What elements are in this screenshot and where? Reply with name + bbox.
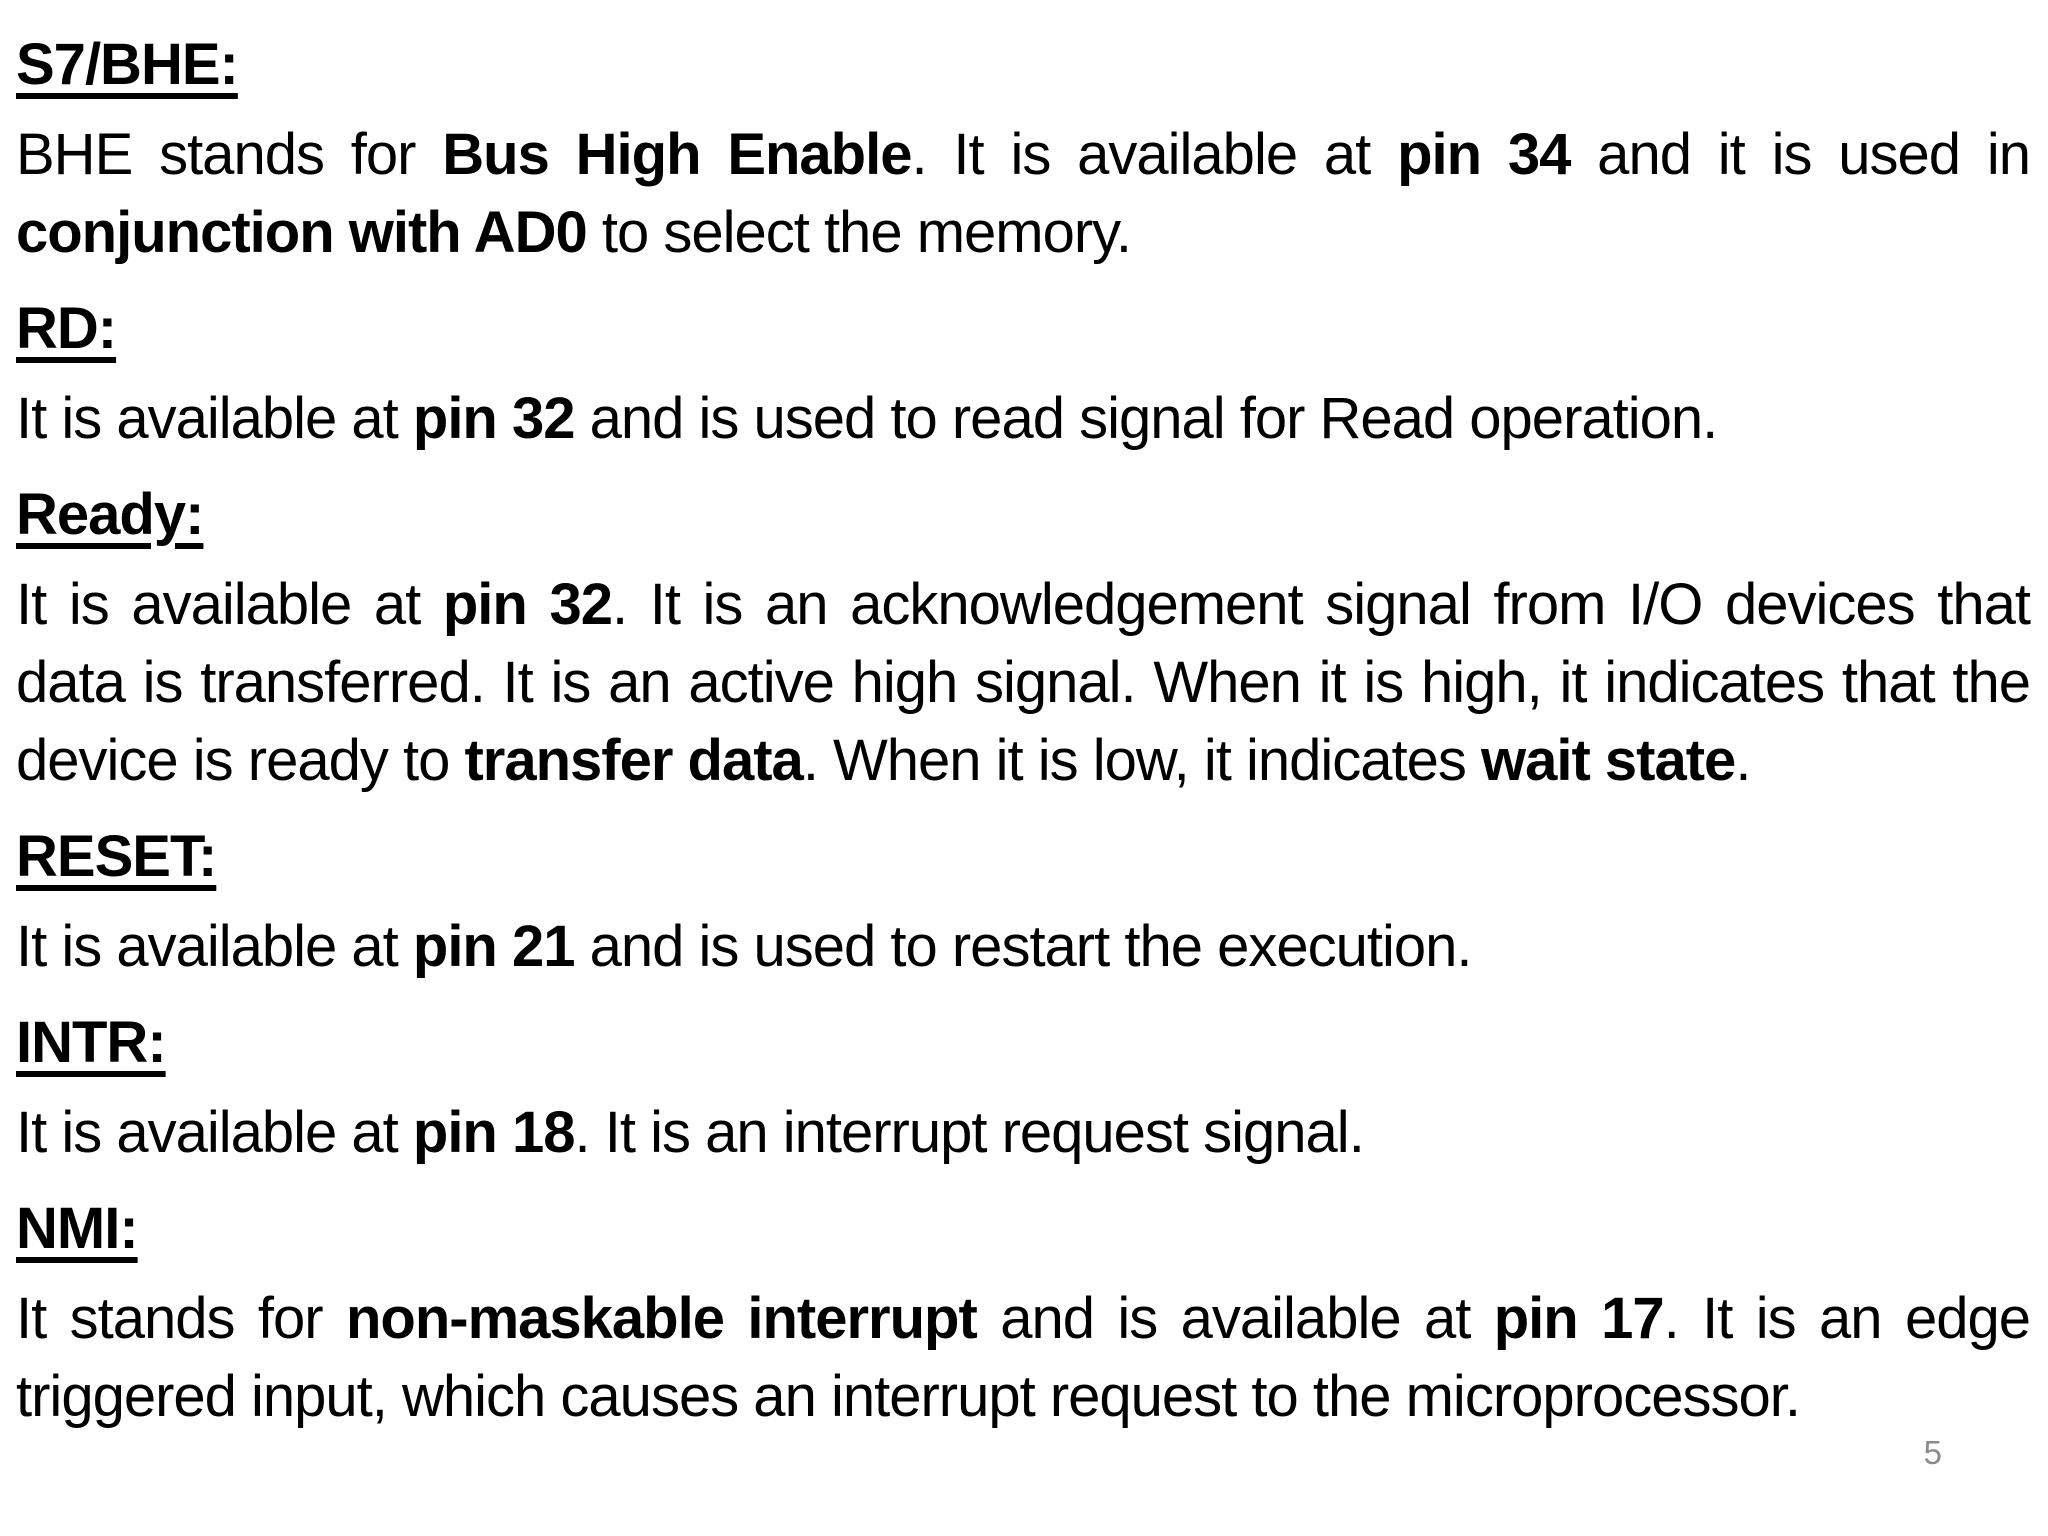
- bold-text-run: pin 34: [1397, 122, 1571, 187]
- heading-s7-bhe: S7/BHE:: [16, 32, 239, 97]
- section-ready: Ready: It is available at pin 32. It is …: [16, 476, 2031, 800]
- text-run: and is used to read signal for Read oper…: [574, 386, 1719, 451]
- heading-intr: INTR:: [16, 1010, 167, 1075]
- bold-text-run: transfer data: [464, 728, 803, 793]
- text-run: It is available at: [16, 914, 413, 979]
- description-reset: It is available at pin 21 and is used to…: [16, 908, 2030, 986]
- description-intr: It is available at pin 18. It is an inte…: [16, 1094, 2030, 1172]
- bold-text-run: pin 17: [1493, 1286, 1665, 1351]
- bold-text-run: conjunction with AD0: [16, 200, 588, 265]
- description-nmi: It stands for non-maskable interrupt and…: [16, 1280, 2031, 1436]
- heading-reset: RESET:: [16, 824, 217, 889]
- text-run: BHE stands for: [16, 122, 443, 187]
- text-run: It is available at: [16, 386, 413, 451]
- description-ready: It is available at pin 32. It is an ackn…: [16, 566, 2031, 800]
- section-s7-bhe: S7/BHE: BHE stands for Bus High Enable. …: [16, 26, 2031, 272]
- text-run: . It is available at: [911, 122, 1398, 187]
- bold-text-run: pin 21: [412, 914, 576, 979]
- bold-text-run: pin 18: [412, 1100, 576, 1165]
- text-run: .: [1735, 728, 1751, 793]
- text-run: . It is an edge triggered input, which c…: [16, 1286, 2031, 1429]
- bold-text-run: pin 32: [412, 386, 576, 451]
- bold-text-run: Bus High Enable: [442, 122, 912, 187]
- bold-text-run: wait state: [1480, 728, 1736, 793]
- text-run: and is used to restart the execution.: [574, 914, 1473, 979]
- text-run: . It is an interrupt request signal.: [574, 1100, 1365, 1165]
- text-run: It stands for: [16, 1286, 346, 1351]
- text-run: It is available at: [16, 1100, 413, 1165]
- section-reset: RESET: It is available at pin 21 and is …: [16, 818, 2030, 986]
- section-nmi: NMI: It stands for non-maskable interrup…: [16, 1190, 2031, 1436]
- section-rd: RD: It is available at pin 32 and is use…: [16, 290, 2030, 458]
- heading-ready: Ready:: [16, 482, 204, 547]
- text-run: to select the memory.: [586, 200, 1132, 265]
- description-rd: It is available at pin 32 and is used to…: [16, 380, 2030, 458]
- page-number: 5: [1923, 1434, 1942, 1471]
- slide-content: S7/BHE: BHE stands for Bus High Enable. …: [16, 26, 2031, 1436]
- section-intr: INTR: It is available at pin 18. It is a…: [16, 1004, 2030, 1172]
- text-run: and is available at: [976, 1286, 1494, 1351]
- text-run: and it is used in: [1570, 122, 2031, 187]
- description-s7-bhe: BHE stands for Bus High Enable. It is av…: [16, 116, 2031, 272]
- text-run: . It is an acknowledgement signal from I…: [16, 572, 2031, 793]
- bold-text-run: non-maskable interrupt: [345, 1286, 978, 1351]
- bold-text-run: pin 32: [442, 572, 613, 637]
- heading-rd: RD:: [16, 296, 117, 361]
- text-run: . When it is low, it indicates: [802, 728, 1481, 793]
- heading-nmi: NMI:: [16, 1196, 139, 1261]
- text-run: It is available at: [16, 572, 443, 637]
